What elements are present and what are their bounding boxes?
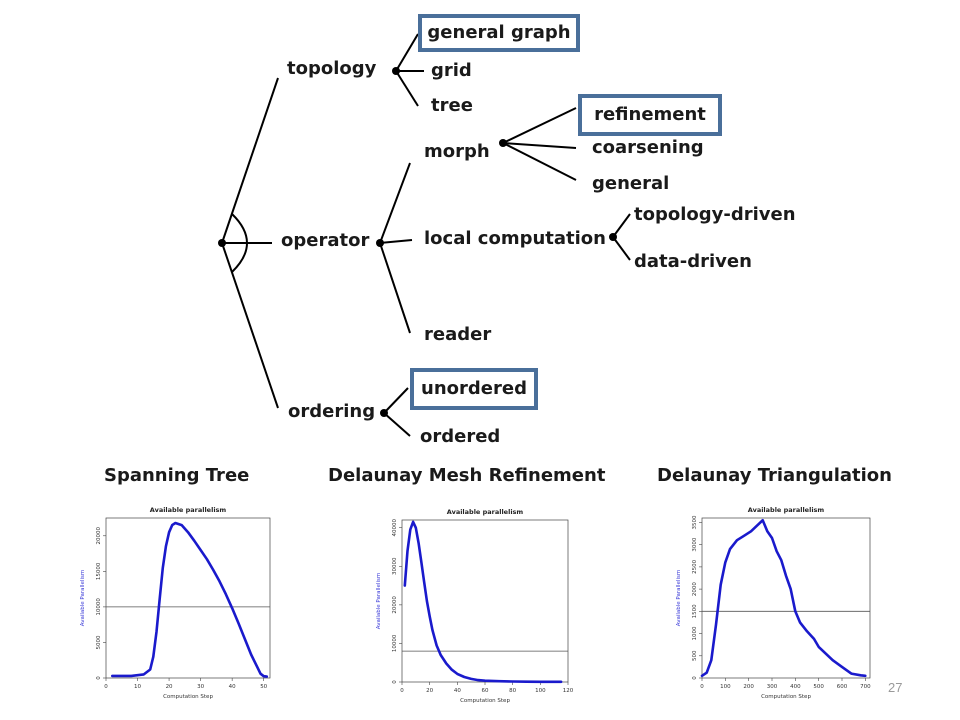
local-computation-label: local computation xyxy=(424,228,606,249)
chart-spanning-tree: Available parallelism 0 10 20 30 40 50 0 5000 100… xyxy=(72,498,282,712)
x-tick-label: 60 xyxy=(482,688,489,694)
x-tick-label: 400 xyxy=(790,684,801,690)
y-tick-label: 1500 xyxy=(692,604,698,618)
node-operator xyxy=(376,239,384,247)
reader-label: reader xyxy=(424,324,492,345)
x-tick-label: 50 xyxy=(260,684,267,690)
y-tick-label: 0 xyxy=(692,676,698,680)
y-axis-label: Available Parallelism xyxy=(376,573,382,629)
ordered-label: ordered xyxy=(420,426,501,447)
node-local-computation xyxy=(609,233,617,241)
x-tick-label: 0 xyxy=(104,684,108,690)
general-graph-highlight: general graph xyxy=(418,14,580,52)
series-line xyxy=(700,518,867,678)
chart-delaunay-mesh-refinement: Available parallelism 0 20 40 60 80 100 120 0 100… xyxy=(368,500,578,714)
unordered-label: unordered xyxy=(421,378,527,399)
general-label: general xyxy=(592,173,670,194)
node-topology xyxy=(392,67,400,75)
chart-title: Available parallelism xyxy=(748,506,825,514)
y-tick-label: 3500 xyxy=(692,515,698,529)
y-tick-label: 2000 xyxy=(692,582,698,596)
chart-svg: Available parallelism 0 20 40 60 80 100 120 0 100… xyxy=(376,508,574,704)
node-root xyxy=(218,239,226,247)
morph-label: morph xyxy=(424,141,490,162)
series-line xyxy=(110,521,269,678)
x-tick-label: 20 xyxy=(426,688,433,694)
y-tick-label: 3000 xyxy=(692,537,698,551)
y-tick-label: 20000 xyxy=(392,596,398,614)
grid-label: grid xyxy=(431,60,472,81)
x-tick-label: 100 xyxy=(535,688,546,694)
x-tick-label: 30 xyxy=(197,684,204,690)
x-tick-label: 80 xyxy=(509,688,516,694)
chart-svg: Available parallelism 0 10 20 30 40 50 0 5000 100… xyxy=(80,506,271,700)
delaunay-mesh-refinement-caption: Delaunay Mesh Refinement xyxy=(328,465,606,486)
chart-title: Available parallelism xyxy=(150,506,227,514)
plot-frame xyxy=(701,517,871,679)
coarsening-label: coarsening xyxy=(592,137,704,158)
operator-label: operator xyxy=(281,230,370,251)
x-tick-label: 200 xyxy=(743,684,754,690)
x-axis-label: Computation Step xyxy=(761,694,811,700)
x-axis-label: Computation Step xyxy=(163,694,213,700)
chart-title: Available parallelism xyxy=(447,508,524,516)
y-tick-label: 0 xyxy=(96,676,102,680)
node-ordering xyxy=(380,409,388,417)
series-line xyxy=(403,520,563,684)
y-tick-label: 2500 xyxy=(692,559,698,573)
x-tick-label: 700 xyxy=(860,684,871,690)
refinement-label: refinement xyxy=(594,104,706,125)
edge-root-ordering xyxy=(221,242,279,409)
x-tick-label: 500 xyxy=(813,684,824,690)
y-tick-label: 10000 xyxy=(96,598,102,616)
y-tick-label: 40000 xyxy=(392,518,398,536)
delaunay-triangulation-caption: Delaunay Triangulation xyxy=(657,465,892,486)
x-tick-label: 40 xyxy=(454,688,461,694)
tree-label: tree xyxy=(431,95,473,116)
y-axis-label: Available Parallelism xyxy=(676,570,682,626)
x-tick-label: 10 xyxy=(134,684,141,690)
refinement-highlight: refinement xyxy=(578,94,722,136)
x-tick-label: 40 xyxy=(229,684,236,690)
y-tick-label: 30000 xyxy=(392,557,398,575)
x-tick-label: 120 xyxy=(563,688,574,694)
y-tick-label: 15000 xyxy=(96,562,102,580)
y-tick-label: 1000 xyxy=(692,626,698,640)
y-tick-label: 10000 xyxy=(392,634,398,652)
page-number: 27 xyxy=(888,680,903,695)
ordering-label: ordering xyxy=(288,401,376,422)
and-arc xyxy=(231,213,248,273)
plot-frame xyxy=(105,517,271,679)
unordered-highlight: unordered xyxy=(410,368,538,410)
chart-svg: Available parallelism 0 100 200 300 400 500 600… xyxy=(676,506,871,700)
y-tick-label: 20000 xyxy=(96,527,102,545)
spanning-tree-caption: Spanning Tree xyxy=(104,465,250,486)
x-axis-label: Computation Step xyxy=(460,698,510,704)
x-tick-label: 100 xyxy=(720,684,731,690)
x-tick-label: 0 xyxy=(400,688,404,694)
plot-frame xyxy=(401,519,569,683)
taxonomy-tree xyxy=(218,33,631,437)
chart-delaunay-triangulation: Available parallelism 0 100 200 300 400 500 600… xyxy=(668,498,878,712)
y-axis-label: Available Parallelism xyxy=(80,570,86,626)
edge-root-topology xyxy=(221,77,279,244)
topology-label: topology xyxy=(287,58,377,79)
y-tick-label: 0 xyxy=(392,680,398,684)
data-driven-label: data-driven xyxy=(634,251,752,272)
y-tick-label: 5000 xyxy=(96,635,102,649)
x-tick-label: 20 xyxy=(166,684,173,690)
topology-driven-label: topology-driven xyxy=(634,204,796,225)
general-graph-label: general graph xyxy=(427,22,571,43)
y-tick-label: 500 xyxy=(692,650,698,661)
x-tick-label: 600 xyxy=(837,684,848,690)
x-tick-label: 0 xyxy=(700,684,704,690)
x-tick-label: 300 xyxy=(767,684,778,690)
node-morph xyxy=(499,139,507,147)
